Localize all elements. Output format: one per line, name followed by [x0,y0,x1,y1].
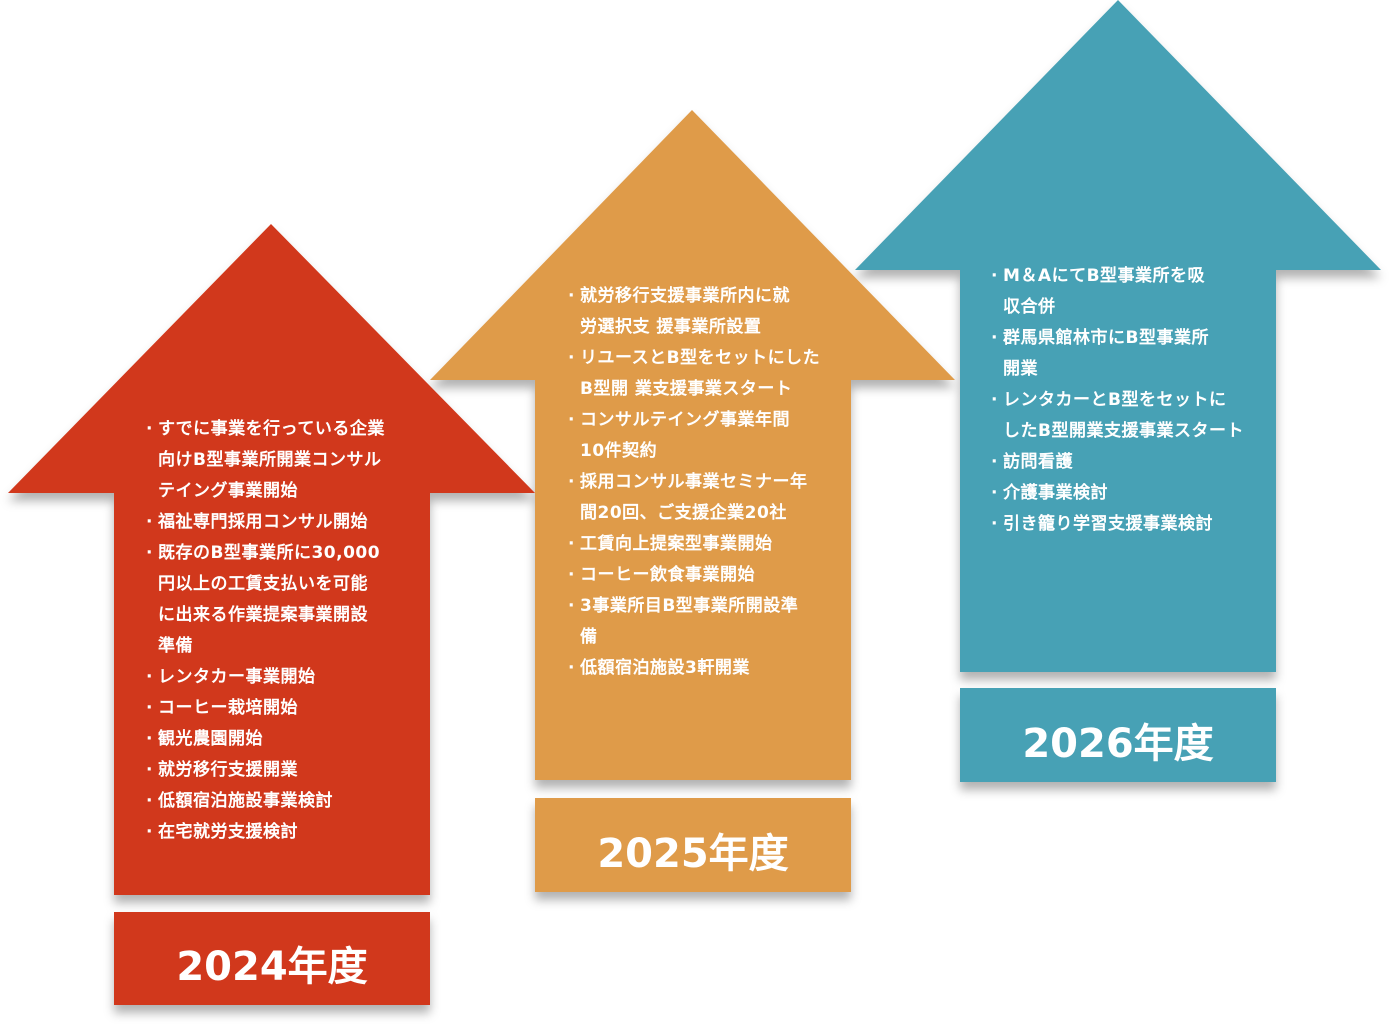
list-item-line: 円以上の工賃支払いを可能 [158,574,368,594]
items-2026: M＆AにてB型事業所を吸収合併群馬県館林市にB型事業所開業レンタカーとB型をセッ… [991,261,1244,540]
list-item-line: すでに事業を行っている企業 [146,414,385,445]
list-item-line: 就労移行支援事業所内に就 [568,281,820,312]
list-item-line: 開業 [1003,359,1038,379]
list-item-line: レンタカー事業開始 [146,662,385,693]
list-item: 福祉専門採用コンサル開始 [146,507,385,538]
list-item: 訪問看護 [991,447,1244,478]
list-item-line: 工賃向上提案型事業開始 [568,529,820,560]
list-item-line: 労選択支 援事業所設置 [580,317,762,337]
list-item: 既存のB型事業所に30,000 円以上の工賃支払いを可能に出来る作業提案事業開設準… [146,538,385,662]
list-item-line: 介護事業検討 [991,478,1244,509]
list-item-line: B型開 業支援事業スタート [580,379,793,399]
list-item-line: 低額宿泊施設事業検討 [146,786,385,817]
list-item-line: したB型開業支援事業スタート [1003,421,1244,441]
list-item: 工賃向上提案型事業開始 [568,529,820,560]
list-item: 低額宿泊施設事業検討 [146,786,385,817]
list-item-line: 引き籠り学習支援事業検討 [991,509,1244,540]
arrow-2025 [430,110,955,780]
list-item: 引き籠り学習支援事業検討 [991,509,1244,540]
list-item-line: 備 [580,627,598,647]
list-item: コーヒー栽培開始 [146,693,385,724]
list-item-line: レンタカーとB型をセットに [991,385,1244,416]
list-item-line: 観光農園開始 [146,724,385,755]
label-box-2025 [535,798,851,892]
list-item-line: 3事業所目B型事業所開設準 [568,591,820,622]
list-item-line: 福祉専門採用コンサル開始 [146,507,385,538]
list-item-line: 向けB型事業所開業コンサル [158,450,382,470]
list-item-line: 在宅就労支援検討 [146,817,385,848]
list-item-line: 10件契約 [580,441,658,461]
list-item: 在宅就労支援検討 [146,817,385,848]
year-label-2026: 2026年度 [1022,721,1214,767]
year-label-2025: 2025年度 [597,831,789,877]
list-item: 観光農園開始 [146,724,385,755]
list-item-line: 収合併 [1003,297,1056,317]
list-item-line: 採用コンサル事業セミナー年 [568,467,820,498]
list-item-line: コーヒー飲食事業開始 [568,560,820,591]
list-item-line: 就労移行支援開業 [146,755,385,786]
list-item: コンサルテイング事業年間 10件契約 [568,405,820,467]
year-label-2024: 2024年度 [176,944,368,990]
items-2024: すでに事業を行っている企業向けB型事業所開業コンサルテイング事業開始福祉専門採用… [146,414,385,848]
list-item: 就労移行支援開業 [146,755,385,786]
list-item-line: テイング事業開始 [158,481,298,501]
list-item: コーヒー飲食事業開始 [568,560,820,591]
label-box-2024 [114,912,430,1005]
list-item-line: 間20回、ご支援企業20社 [580,503,787,523]
list-item-line: M＆AにてB型事業所を吸 [991,261,1244,292]
list-item: 介護事業検討 [991,478,1244,509]
list-item-line: 訪問看護 [991,447,1244,478]
list-item-line: 既存のB型事業所に30,000 [146,538,385,569]
list-item-line: リユースとB型をセットにした [568,343,820,374]
list-item-line: コンサルテイング事業年間 [568,405,820,436]
list-item-line: 群馬県館林市にB型事業所 [991,323,1244,354]
list-item-line: 低額宿泊施設3軒開業 [568,653,820,684]
list-item: リユースとB型をセットにした B型開 業支援事業スタート [568,343,820,405]
list-item-line: 準備 [158,636,193,656]
list-item: 低額宿泊施設3軒開業 [568,653,820,684]
list-item-line: に出来る作業提案事業開設 [158,605,368,625]
list-item: レンタカー事業開始 [146,662,385,693]
list-item-line: コーヒー栽培開始 [146,693,385,724]
label-box-2026 [960,688,1276,782]
